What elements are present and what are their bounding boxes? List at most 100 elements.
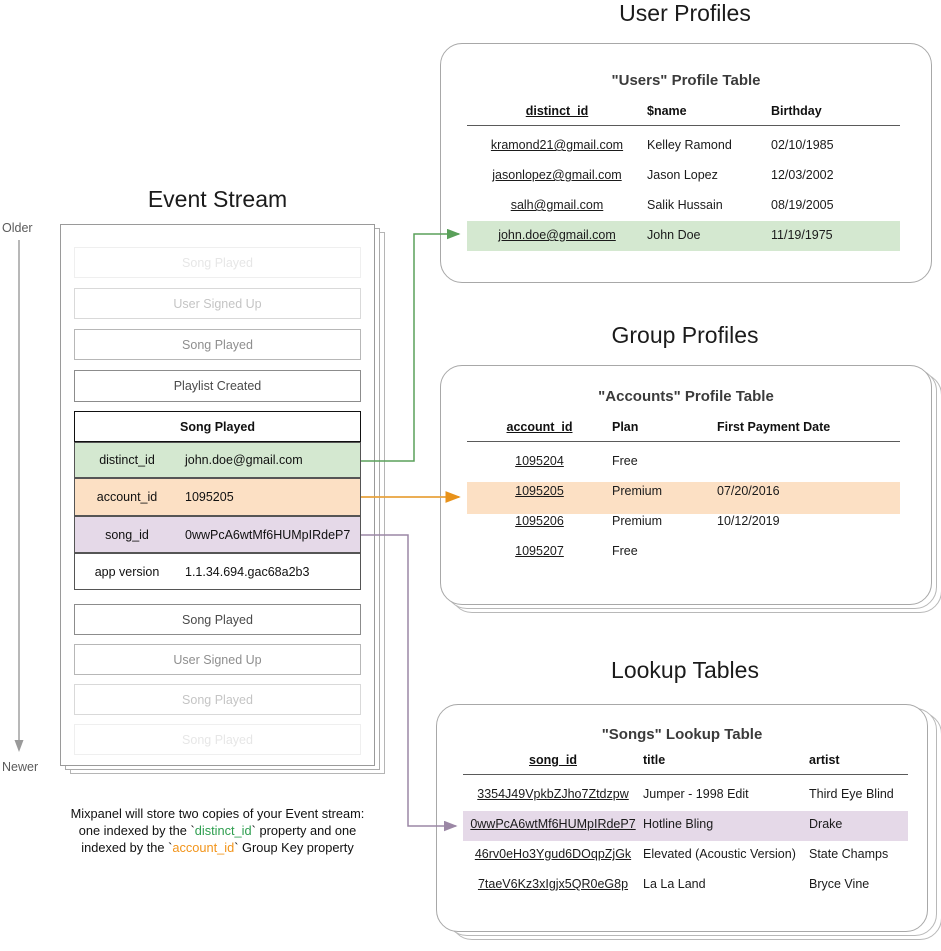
table-row[interactable]: 3354J49VpkbZJho7Ztdzpw Jumper - 1998 Edi… <box>463 775 908 810</box>
event-label: Song Played <box>182 337 253 352</box>
table-row-highlighted[interactable]: 1095205 Premium 07/20/2016 <box>467 476 900 506</box>
event-property-song-id[interactable]: song_id 0wwPcA6wtMf6HUMpIRdeP7 <box>74 516 361 553</box>
songs-table: song_id title artist 3354J49VpkbZJho7Ztd… <box>463 753 908 899</box>
cell-account-id: 1095205 <box>515 484 564 498</box>
cell-account-id: 1095207 <box>515 544 564 558</box>
cell-plan: Free <box>612 454 638 468</box>
property-key: distinct_id <box>99 453 155 467</box>
column-header-name: $name <box>647 104 771 126</box>
property-value: 1.1.34.694.gac68a2b3 <box>185 564 310 579</box>
event-row[interactable]: User Signed Up <box>74 288 361 319</box>
user-profiles-title: User Profiles <box>619 0 751 26</box>
event-row[interactable]: Song Played <box>74 684 361 715</box>
axis-label-older: Older <box>2 221 33 235</box>
cell-first-payment-date: 10/12/2019 <box>717 514 780 528</box>
cell-first-payment-date <box>717 442 900 477</box>
caption-line-1: Mixpanel will store two copies of your E… <box>70 806 365 821</box>
cell-song-id: 3354J49VpkbZJho7Ztdzpw <box>477 787 629 801</box>
cell-artist: Drake <box>809 817 843 831</box>
cell-name: Salik Hussain <box>647 198 723 212</box>
cell-song-id: 7taeV6Kz3xIgjx5QR0eG8p <box>477 877 629 891</box>
property-value: 0wwPcA6wtMf6HUMpIRdeP7 <box>185 527 351 542</box>
event-row[interactable]: Song Played <box>74 604 361 635</box>
accounts-table: account_id Plan First Payment Date 10952… <box>467 420 900 566</box>
account-row-highlight-stripe <box>467 482 900 514</box>
cell-name: John Doe <box>647 228 701 242</box>
property-key: app version <box>94 564 160 579</box>
caption-text: ` Group Key property <box>234 840 354 855</box>
users-table-title: "Users" Profile Table <box>611 72 761 89</box>
cell-account-id: 1095204 <box>515 454 564 468</box>
event-property-app-version[interactable]: app version 1.1.34.694.gac68a2b3 <box>74 553 361 590</box>
column-header-distinct-id: distinct_id <box>467 104 647 126</box>
event-property-distinct-id[interactable]: distinct_id john.doe@gmail.com <box>74 442 361 478</box>
cell-birthday: 11/19/1975 <box>771 228 833 242</box>
event-label: Song Played <box>182 732 253 747</box>
table-row-highlighted[interactable]: 0wwPcA6wtMf6HUMpIRdeP7 Hotline Bling Dra… <box>463 809 908 839</box>
cell-artist: Third Eye Blind <box>809 787 894 801</box>
cell-first-payment-date <box>717 536 900 566</box>
event-row[interactable]: User Signed Up <box>74 644 361 675</box>
caption-account-id-key: account_id <box>172 840 235 855</box>
accounts-table-title: "Accounts" Profile Table <box>598 388 774 405</box>
group-profiles-title: Group Profiles <box>611 322 759 348</box>
caption-text: ` property and one <box>251 823 357 838</box>
property-key: song_id <box>105 527 149 542</box>
cell-song-id: 0wwPcA6wtMf6HUMpIRdeP7 <box>470 817 636 831</box>
table-row[interactable]: 1095206 Premium 10/12/2019 <box>467 506 900 536</box>
caption-distinct-id-key: distinct_id <box>194 823 252 838</box>
caption-text: one indexed by the ` <box>78 823 195 838</box>
event-stream-caption: Mixpanel will store two copies of your E… <box>40 805 395 856</box>
column-header-artist: artist <box>809 753 908 775</box>
table-row[interactable]: kramond21@gmail.com Kelley Ramond 02/10/… <box>467 126 900 161</box>
table-row[interactable]: 7taeV6Kz3xIgjx5QR0eG8p La La Land Bryce … <box>463 869 908 899</box>
property-value: 1095205 <box>185 490 234 504</box>
axis-label-newer: Newer <box>2 760 39 774</box>
column-header-account-id: account_id <box>467 420 612 442</box>
event-property-account-id[interactable]: account_id 1095205 <box>74 478 361 516</box>
event-row[interactable]: Song Played <box>74 247 361 278</box>
time-axis-arrow <box>14 240 24 752</box>
property-key: account_id <box>96 490 158 504</box>
cell-title: La La Land <box>643 877 706 891</box>
lookup-tables-title: Lookup Tables <box>611 657 759 683</box>
event-row[interactable]: Playlist Created <box>74 370 361 402</box>
user-row-highlight-stripe <box>467 221 900 251</box>
event-label: User Signed Up <box>173 296 262 311</box>
cell-distinct-id: kramond21@gmail.com <box>490 138 624 152</box>
table-row[interactable]: salh@gmail.com Salik Hussain 08/19/2005 <box>467 190 900 220</box>
cell-account-id: 1095206 <box>515 514 564 528</box>
selected-event-header[interactable]: Song Played <box>74 411 361 442</box>
cell-artist: State Champs <box>809 847 889 861</box>
table-row[interactable]: jasonlopez@gmail.com Jason Lopez 12/03/2… <box>467 160 900 190</box>
column-header-plan: Plan <box>612 420 717 442</box>
event-row[interactable]: Song Played <box>74 329 361 360</box>
users-table: distinct_id $name Birthday kramond21@gma… <box>467 104 900 250</box>
caption-line-3: indexed by the `account_id` Group Key pr… <box>40 839 395 856</box>
cell-distinct-id: jasonlopez@gmail.com <box>492 168 622 182</box>
table-row[interactable]: 46rv0eHo3Ygud6DOqpZjGk Elevated (Acousti… <box>463 839 908 869</box>
event-label: Song Played <box>182 692 253 707</box>
song-row-highlight-stripe <box>463 811 908 841</box>
cell-title: Hotline Bling <box>643 817 714 831</box>
column-header-birthday: Birthday <box>771 104 900 126</box>
table-row[interactable]: 1095207 Free <box>467 536 900 566</box>
cell-distinct-id: john.doe@gmail.com <box>498 228 616 242</box>
table-row[interactable]: 1095204 Free <box>467 442 900 477</box>
songs-table-title: "Songs" Lookup Table <box>601 726 763 743</box>
cell-title: Jumper - 1998 Edit <box>643 787 749 801</box>
cell-first-payment-date: 07/20/2016 <box>717 484 780 498</box>
column-header-title: title <box>643 753 809 775</box>
selected-event-label: Song Played <box>179 419 256 434</box>
event-row[interactable]: Song Played <box>74 724 361 755</box>
cell-plan: Premium <box>612 484 663 498</box>
property-value: john.doe@gmail.com <box>185 453 303 467</box>
cell-title: Elevated (Acoustic Version) <box>643 847 796 861</box>
column-header-first-payment-date: First Payment Date <box>717 420 900 442</box>
event-label: Playlist Created <box>173 379 262 393</box>
caption-line-2: one indexed by the `distinct_id` propert… <box>40 822 395 839</box>
cell-plan: Free <box>612 544 638 558</box>
caption-text: indexed by the ` <box>81 840 173 855</box>
event-label: User Signed Up <box>173 652 262 667</box>
table-row-highlighted[interactable]: john.doe@gmail.com John Doe 11/19/1975 <box>467 220 900 250</box>
